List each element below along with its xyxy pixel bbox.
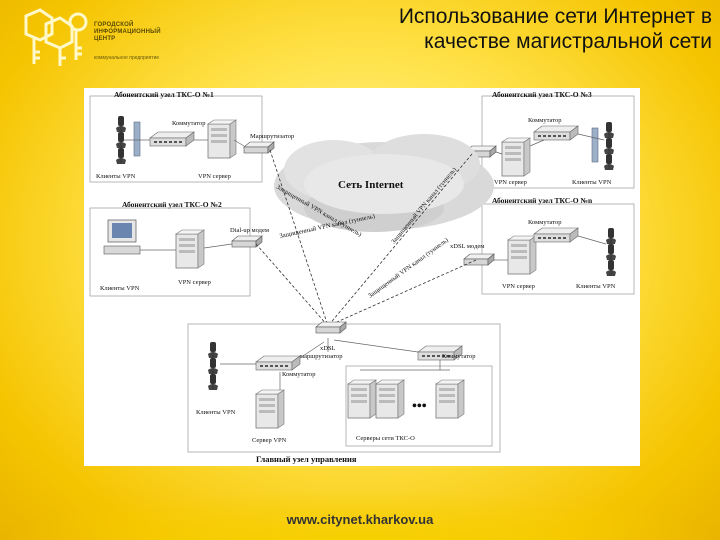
noden-phones-icon — [606, 228, 616, 276]
main-vpn-server-label: Сервер VPN — [252, 437, 287, 444]
slide-title-line2: качестве магистральной сети — [424, 30, 712, 53]
main-node-title: Главный узел управления — [256, 454, 357, 464]
slide-title: Использование сети Интернет в качестве м… — [312, 4, 712, 54]
tks-server2-icon — [375, 379, 405, 419]
node3-switch-label: Коммутатор — [528, 117, 562, 124]
node1-switch-label: Коммутатор — [172, 120, 206, 127]
internet-cloud-icon — [274, 134, 494, 232]
main-router-label-2: маршрутизатор — [300, 353, 342, 360]
tks-server1-icon — [347, 379, 377, 419]
node1-title: Абонентский узел ТКС-О №1 — [114, 90, 214, 99]
logo: ГОРОДСКОЙ ИНФОРМАЦИОННЫЙ ЦЕНТР коммуналь… — [22, 8, 197, 70]
noden-xdsl-label: xDSL модем — [450, 243, 484, 250]
node3-server-icon — [501, 137, 531, 177]
tunnel-label-4: Защищенный VPN канал (туннель) — [367, 237, 450, 300]
logo-line2: ИНФОРМАЦИОННЫЙ — [94, 29, 161, 35]
servers-ellipsis: ••• — [412, 399, 427, 414]
node2-server-label: VPN сервер — [178, 279, 211, 286]
node1-clients-label: Клиенты VPN — [96, 173, 136, 180]
slide-title-line1: Использование сети Интернет в — [398, 5, 712, 28]
node2-dialup-label: Dial-up модем — [230, 227, 269, 234]
noden-clients-label: Клиенты VPN — [576, 283, 616, 290]
main-switch1-icon — [255, 355, 301, 371]
node2-clients-label: Клиенты VPN — [100, 285, 140, 292]
node2-title: Абонентский узел ТКС-О №2 — [122, 200, 222, 209]
node3-phones-icon — [604, 122, 614, 170]
noden-xdsl-modem-icon — [463, 253, 495, 266]
main-switch2-label: Коммутатор — [442, 353, 476, 360]
noden-frame — [481, 203, 635, 295]
vpn-tunnels — [255, 149, 477, 327]
node1-server-icon — [207, 119, 237, 159]
node1-frame — [89, 95, 263, 183]
node3-clients-label: Клиенты VPN — [572, 179, 612, 186]
router-icon — [243, 141, 275, 154]
noden-server-icon — [507, 235, 537, 275]
node1-panel-icon — [133, 121, 141, 157]
router-label: Маршрутизатор — [250, 133, 294, 140]
network-diagram: Абонентский узел ТКС-О №1 Коммутатор Кли… — [84, 88, 640, 466]
node3-panel-icon — [591, 127, 599, 163]
server-group-frame — [345, 365, 493, 447]
node1-switch-icon — [149, 131, 195, 147]
node3-title: Абонентский узел ТКС-О №3 — [492, 90, 592, 99]
main-vpn-server-icon — [255, 389, 285, 429]
keys-logo-icon — [24, 8, 88, 66]
diagram-canvas: Абонентский узел ТКС-О №1 Коммутатор Кли… — [89, 90, 635, 464]
main-phones-icon — [208, 342, 218, 390]
logo-line3: ЦЕНТР — [94, 36, 116, 42]
node2-server-icon — [175, 229, 205, 269]
noden-server-label: VPN сервер — [502, 283, 535, 290]
footer-band — [0, 490, 720, 540]
internet-label: Сеть Internet — [338, 179, 404, 191]
node3-frame — [481, 95, 635, 189]
node3-server-label: VPN сервер — [494, 179, 527, 186]
footer-url: www.citynet.kharkov.ua — [286, 512, 434, 527]
node2-pc-icon — [103, 219, 141, 255]
main-switch1-label: Коммутатор — [282, 371, 316, 378]
node2-frame — [89, 207, 251, 297]
logo-text: ГОРОДСКОЙ ИНФОРМАЦИОННЫЙ ЦЕНТР — [94, 22, 161, 43]
main-clients-label: Клиенты VPN — [196, 409, 236, 416]
node1-server-label: VPN сервер — [198, 173, 231, 180]
logo-subtitle: коммунальное предприятие — [94, 55, 160, 61]
node3-switch-icon — [533, 125, 579, 141]
main-xdsl-router-icon — [315, 321, 347, 334]
noden-title: Абонентский узел ТКС-О №n — [492, 196, 593, 205]
noden-switch-icon — [533, 227, 579, 243]
tks-servers-label: Серверы сети ТКС-О — [356, 435, 415, 442]
tks-server3-icon — [435, 379, 465, 419]
logo-line1: ГОРОДСКОЙ — [94, 22, 134, 28]
noden-switch-label: Коммутатор — [528, 219, 562, 226]
